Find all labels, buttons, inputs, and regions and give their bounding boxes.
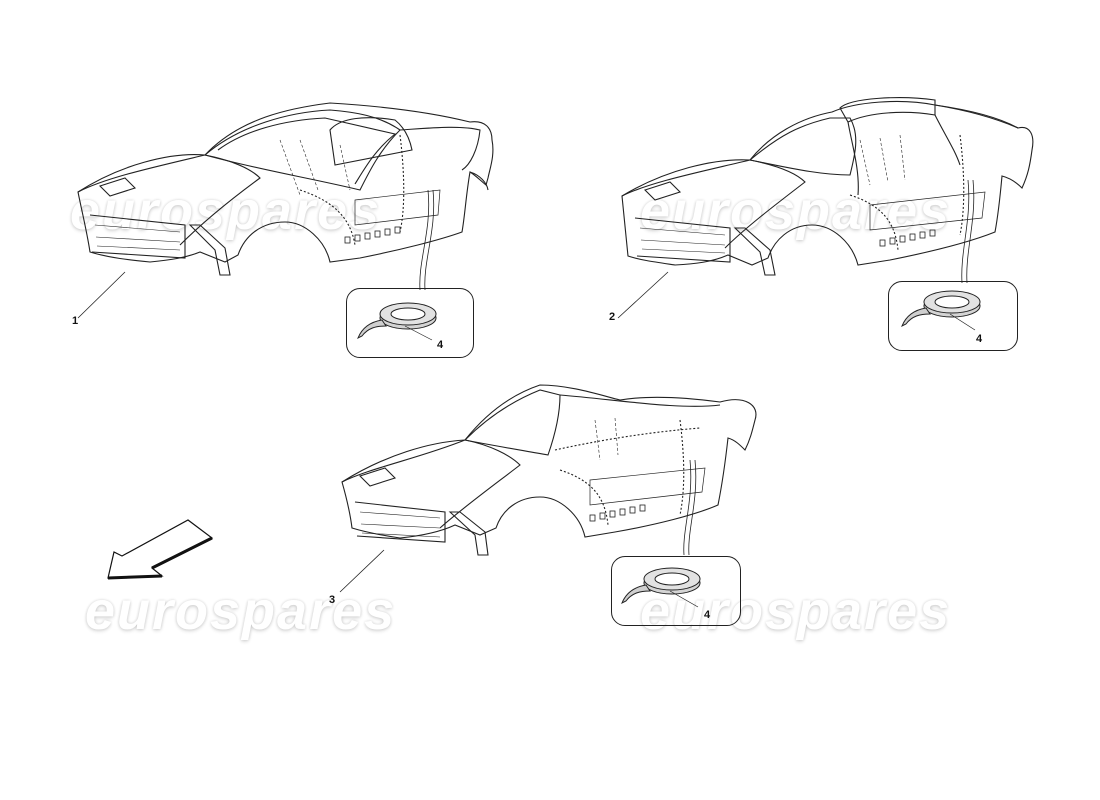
callout-box-1 [346, 288, 474, 358]
part-label-3[interactable]: 3 [329, 594, 336, 606]
car-body-spider [341, 384, 757, 556]
part-label-1[interactable]: 1 [72, 315, 79, 327]
part-label-4-c[interactable]: 4 [704, 609, 711, 621]
part-label-2[interactable]: 2 [609, 311, 616, 323]
watermark-bottom-left: eurospares [85, 581, 397, 641]
watermark-top-left: eurospares [70, 181, 382, 241]
front-direction-arrow [107, 519, 214, 580]
part-label-4-a[interactable]: 4 [437, 339, 444, 351]
part-label-4-b[interactable]: 4 [976, 333, 983, 345]
callout-box-3 [611, 556, 741, 626]
callout-box-2 [888, 281, 1018, 351]
car-body-targa [621, 97, 1034, 276]
car-body-coupe [77, 102, 494, 276]
watermark-top-right: eurospares [640, 181, 952, 241]
